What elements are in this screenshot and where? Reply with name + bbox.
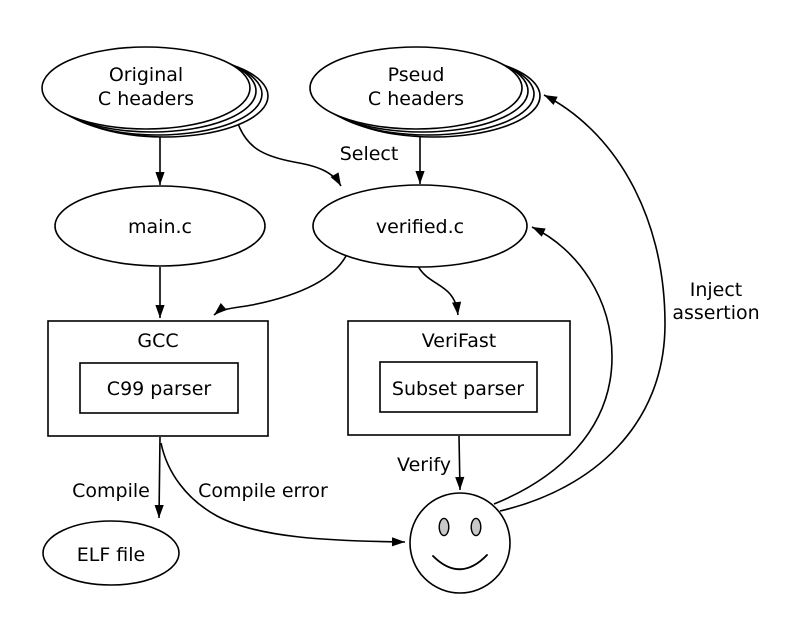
smiley-left-eye bbox=[438, 517, 450, 537]
original-headers-label-line2: C headers bbox=[98, 88, 194, 110]
stack-ellipse-top bbox=[309, 46, 523, 130]
inject-assertion-label-line2: assertion bbox=[672, 302, 759, 324]
select-label: Select bbox=[340, 143, 399, 165]
edges bbox=[154, 94, 666, 547]
verifast-label: VeriFast bbox=[422, 330, 496, 352]
node-main-c: main.c bbox=[54, 185, 266, 267]
node-verified-c: verified.c bbox=[312, 184, 528, 268]
edge-gcc-to-smiley-compile-error bbox=[160, 442, 406, 547]
verify-label: Verify bbox=[397, 454, 451, 476]
compile-label: Compile bbox=[72, 480, 150, 502]
node-elf-file: ELF file bbox=[42, 520, 180, 586]
edge-smiley-to-verified bbox=[493, 226, 613, 505]
node-gcc-box: GCC C99 parser bbox=[47, 320, 269, 437]
edge-smiley-to-pseud-inject-assertion bbox=[499, 94, 666, 512]
verified-c-label: verified.c bbox=[376, 216, 464, 238]
node-pseud-c-headers: Pseud C headers bbox=[309, 46, 541, 138]
subset-parser-rect bbox=[379, 361, 538, 413]
smiley-right-eye bbox=[470, 517, 482, 537]
subset-parser-label: Subset parser bbox=[392, 378, 524, 400]
c99-parser-rect bbox=[79, 362, 239, 414]
elf-file-label: ELF file bbox=[77, 544, 146, 566]
edge-gcc-to-elf-compile bbox=[154, 436, 164, 519]
node-original-c-headers: Original C headers bbox=[41, 46, 269, 138]
edge-labels: Select Compile Compile error Verify Inje… bbox=[72, 143, 760, 502]
smiley-head bbox=[409, 492, 511, 594]
edge-original-to-verified-select bbox=[236, 120, 342, 187]
pseud-headers-label-line1: Pseud bbox=[388, 64, 445, 86]
inject-assertion-label-line1: Inject bbox=[690, 279, 743, 301]
stack-ellipse-top bbox=[41, 46, 251, 130]
original-headers-label-line1: Original bbox=[109, 64, 183, 86]
edge-verified-to-verifast bbox=[417, 265, 462, 316]
gcc-label: GCC bbox=[137, 330, 178, 352]
elf-file-ellipse bbox=[42, 520, 180, 586]
verified-c-ellipse bbox=[312, 184, 528, 268]
main-c-ellipse bbox=[54, 185, 266, 267]
compile-error-label: Compile error bbox=[198, 480, 328, 502]
smiley-face-icon bbox=[409, 492, 511, 594]
pseud-headers-label-line2: C headers bbox=[368, 88, 464, 110]
c99-parser-label: C99 parser bbox=[107, 378, 212, 400]
node-verifast-box: VeriFast Subset parser bbox=[347, 320, 571, 436]
edge-verifast-to-smiley-verify bbox=[455, 435, 465, 491]
smiley-mouth bbox=[432, 554, 488, 571]
main-c-label: main.c bbox=[128, 216, 192, 238]
edge-verified-to-gcc bbox=[213, 255, 347, 316]
